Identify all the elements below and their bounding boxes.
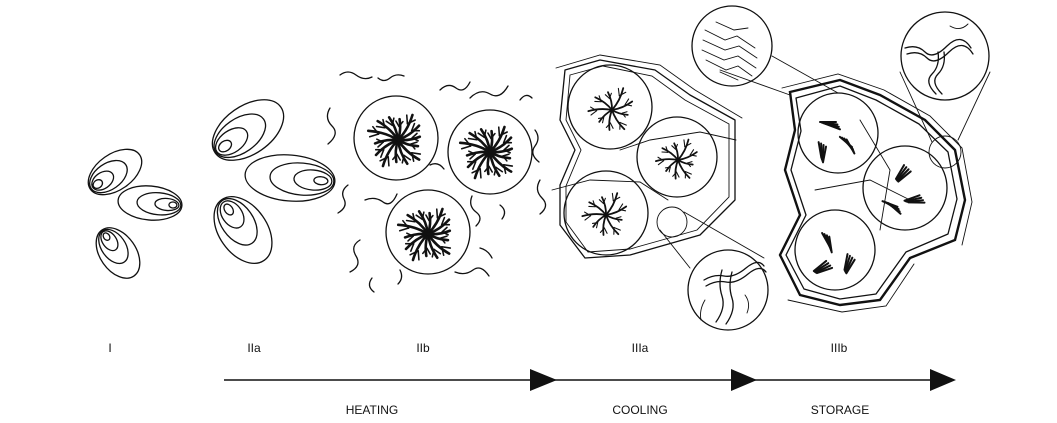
sub-branch-line (684, 140, 685, 147)
stage-iiib-retrograded-network (692, 6, 990, 312)
sub-branch-line (469, 138, 477, 139)
sub-branch-line (462, 146, 471, 149)
sub-branch-line (688, 162, 692, 163)
sub-branch-line (437, 209, 438, 218)
iib-burst-1 (368, 115, 420, 166)
sub-branch-line (616, 217, 621, 218)
sub-branch-line (665, 167, 670, 168)
crystallite-cluster (904, 195, 924, 202)
iib-burst-3 (398, 209, 450, 260)
crystallite-cluster (820, 122, 840, 129)
sub-branch-line (658, 161, 663, 165)
sub-branch-line (426, 215, 429, 220)
branch-line (675, 160, 678, 179)
crystallite-cluster (822, 233, 832, 252)
sub-branch-line (442, 247, 451, 248)
crystallite-cluster (845, 254, 855, 273)
sub-branch-line (396, 121, 399, 126)
sub-branch-line (383, 120, 385, 128)
branch-line (609, 110, 612, 130)
sub-branch-line (475, 132, 477, 140)
iiia-magnified-helix-detail (701, 262, 767, 324)
branch-line (603, 215, 606, 235)
crystallite-strand (847, 140, 855, 154)
sub-branch-line (503, 154, 509, 156)
stage-label-iiib: IIIb (831, 341, 848, 355)
crystallite-cluster (883, 201, 901, 214)
sub-branch-line (370, 134, 379, 137)
sub-branch-line (411, 142, 417, 144)
stage-label-iib: IIb (416, 341, 430, 355)
crystallite-cluster (840, 137, 855, 154)
sub-branch-line (397, 154, 400, 160)
sub-branch-line (418, 251, 419, 260)
sub-branch-line (585, 216, 591, 220)
sub-branch-line (377, 126, 385, 127)
cooling-arrowhead (731, 369, 757, 391)
process-arrow (224, 369, 956, 391)
sub-branch-line (610, 123, 613, 128)
sub-branch-line (499, 127, 500, 136)
stage-iia-swollen-granules (201, 87, 336, 274)
branch-line (595, 97, 612, 110)
sub-branch-line (480, 169, 481, 178)
sub-branch-line (599, 118, 604, 119)
crystallite-strand (829, 237, 831, 253)
sub-branch-line (407, 220, 415, 221)
stage-label-i: I (108, 341, 111, 355)
iiia-burst-2 (656, 140, 697, 179)
sub-branch-line (441, 236, 447, 238)
sub-branch-line (413, 214, 415, 222)
stage-label-iia: IIa (247, 341, 261, 355)
iiib-magnified-crystallite-detail (905, 24, 973, 94)
sub-branch-line (622, 112, 627, 113)
branch-line (656, 159, 678, 161)
sub-branch-line (504, 165, 506, 173)
sub-branch-line (427, 248, 430, 254)
heating-arrowhead (530, 369, 557, 391)
sub-branch-line (593, 223, 598, 224)
sub-branch-line (388, 157, 389, 166)
stage-iib-gelatinized-granules (327, 72, 545, 292)
process-label-cooling: COOLING (612, 403, 667, 417)
storage-arrowhead (930, 369, 956, 391)
branch-line (588, 109, 612, 111)
iiia-burst-3 (582, 193, 626, 235)
sub-branch-line (400, 228, 409, 231)
process-label-storage: STORAGE (811, 403, 869, 417)
sub-branch-line (612, 193, 613, 200)
sub-branch-line (504, 165, 513, 166)
branch-line (582, 214, 606, 216)
sub-branch-line (412, 153, 414, 161)
crystallite-cluster (814, 261, 832, 273)
sub-branch-line (442, 247, 444, 255)
branch-line (589, 202, 606, 215)
sub-branch-line (591, 111, 597, 115)
stage-i-native-granules (80, 140, 183, 286)
stage-iiia-gel-network (552, 55, 768, 330)
crystallite-cluster (896, 165, 911, 181)
sub-branch-line (488, 133, 491, 138)
crystallite-cluster (819, 142, 826, 162)
sub-branch-line (489, 166, 492, 172)
sub-branch-line (676, 172, 679, 177)
iiib-magnified-amylopectin-detail (702, 22, 757, 80)
sub-branch-line (604, 228, 607, 233)
iib-burst-2 (460, 127, 512, 178)
branch-line (662, 148, 678, 160)
sub-branch-line (407, 115, 408, 124)
stage-label-iiia: IIIa (632, 341, 649, 355)
process-label-heating: HEATING (346, 403, 398, 417)
sub-branch-line (618, 88, 619, 95)
iiia-burst-1 (588, 88, 632, 130)
sub-branch-line (412, 153, 421, 154)
